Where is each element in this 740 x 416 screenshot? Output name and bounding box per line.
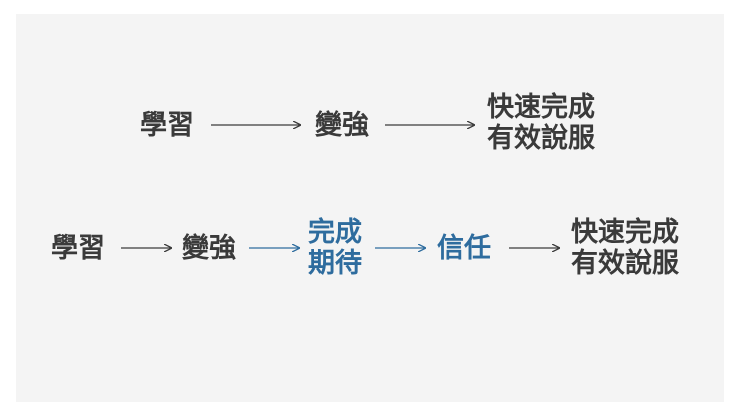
row2-node-complete-line1: 完成 [308,217,362,248]
row2-node-fast-persuade: 快速完成 有效說服 [571,217,679,279]
row2-node-stronger-label: 變強 [182,233,236,264]
row2-node-learn: 學習 [51,233,105,264]
row2-node-learn-label: 學習 [51,233,105,264]
row2-node-fast-line2: 有效說服 [571,248,679,279]
row2-node-stronger: 變強 [182,233,236,264]
row1-node-stronger-label: 變強 [315,110,369,141]
row1-node-learn: 學習 [140,110,194,141]
row2-node-trust-label: 信任 [437,233,491,264]
slide-background [16,14,724,402]
row1-node-fast-line2: 有效說服 [487,123,595,154]
row2-node-trust: 信任 [437,233,491,264]
row1-node-fast-persuade: 快速完成 有效說服 [487,92,595,154]
row1-node-fast-line1: 快速完成 [487,92,595,123]
row2-node-complete-line2: 期待 [308,248,362,279]
row1-node-learn-label: 學習 [140,110,194,141]
row2-node-complete-expectation: 完成 期待 [308,217,362,279]
row1-node-stronger: 變強 [315,110,369,141]
row2-node-fast-line1: 快速完成 [571,217,679,248]
